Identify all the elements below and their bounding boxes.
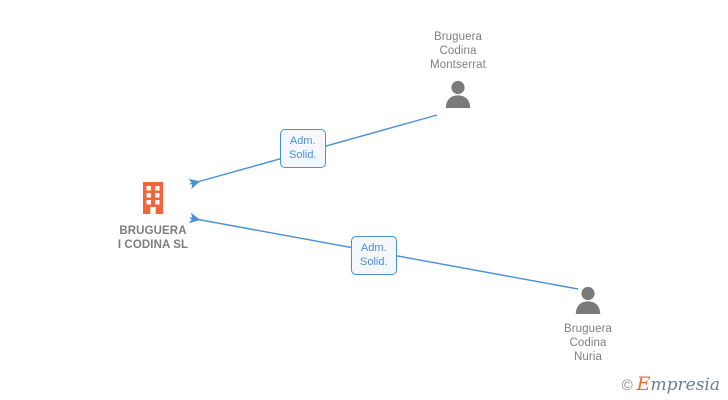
person-icon (573, 284, 603, 319)
building-icon (140, 181, 166, 220)
brand-initial: E (636, 373, 651, 395)
brand-logo-empresia: Empresia (636, 373, 721, 395)
person-icon (443, 78, 473, 113)
edge-label-nuria[interactable]: Adm. Solid. (351, 236, 397, 275)
company-node-label-line1: BRUGUERA (119, 225, 187, 237)
brand-name-rest: mpresia (650, 375, 721, 395)
company-node-bruguera-i-codina-sl[interactable]: BRUGUERA I CODINA SL (73, 181, 233, 252)
person-node-label-montserrat: Bruguera Codina Montserrat (430, 31, 486, 71)
copyright-icon: © (621, 376, 633, 394)
person-node-nuria[interactable]: Bruguera Codina Nuria (508, 284, 668, 364)
edge-label-montserrat[interactable]: Adm. Solid. (280, 129, 326, 168)
company-node-label-line2: I CODINA SL (117, 239, 189, 251)
watermark: © Empresia (621, 373, 721, 395)
person-node-label-nuria: Bruguera Codina Nuria (563, 323, 613, 363)
person-node-montserrat[interactable]: Bruguera Codina Montserrat (378, 30, 538, 116)
